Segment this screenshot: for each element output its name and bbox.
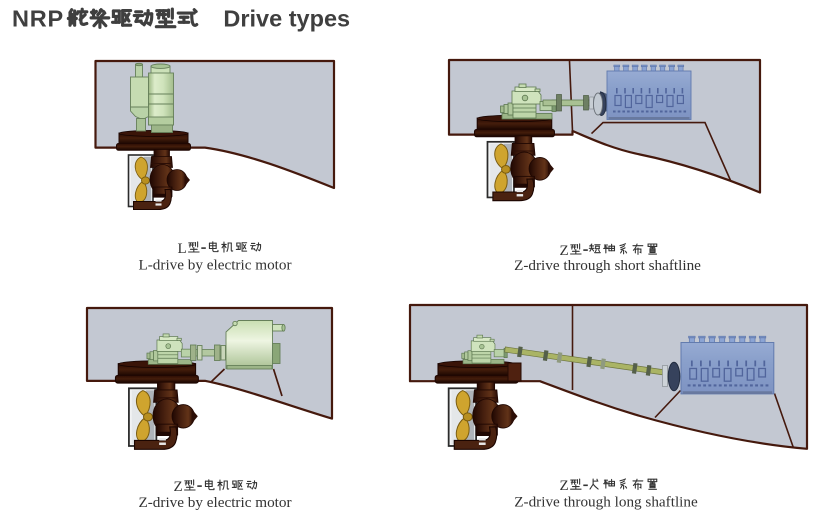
svg-text:L-drive by electric motor: L-drive by electric motor: [138, 257, 291, 274]
svg-text:Z: Z: [174, 479, 183, 495]
svg-text:NRP: NRP: [12, 6, 64, 32]
svg-text:Z-drive through short shaftlin: Z-drive through short shaftline: [514, 257, 701, 274]
svg-text:Z: Z: [560, 478, 569, 494]
svg-text:L: L: [178, 241, 187, 257]
svg-text:Drive types: Drive types: [223, 6, 350, 32]
svg-text:Z-drive through long shaftline: Z-drive through long shaftline: [514, 494, 698, 511]
svg-text:Z-drive by electric motor: Z-drive by electric motor: [138, 494, 291, 511]
svg-text:Z: Z: [560, 243, 569, 259]
